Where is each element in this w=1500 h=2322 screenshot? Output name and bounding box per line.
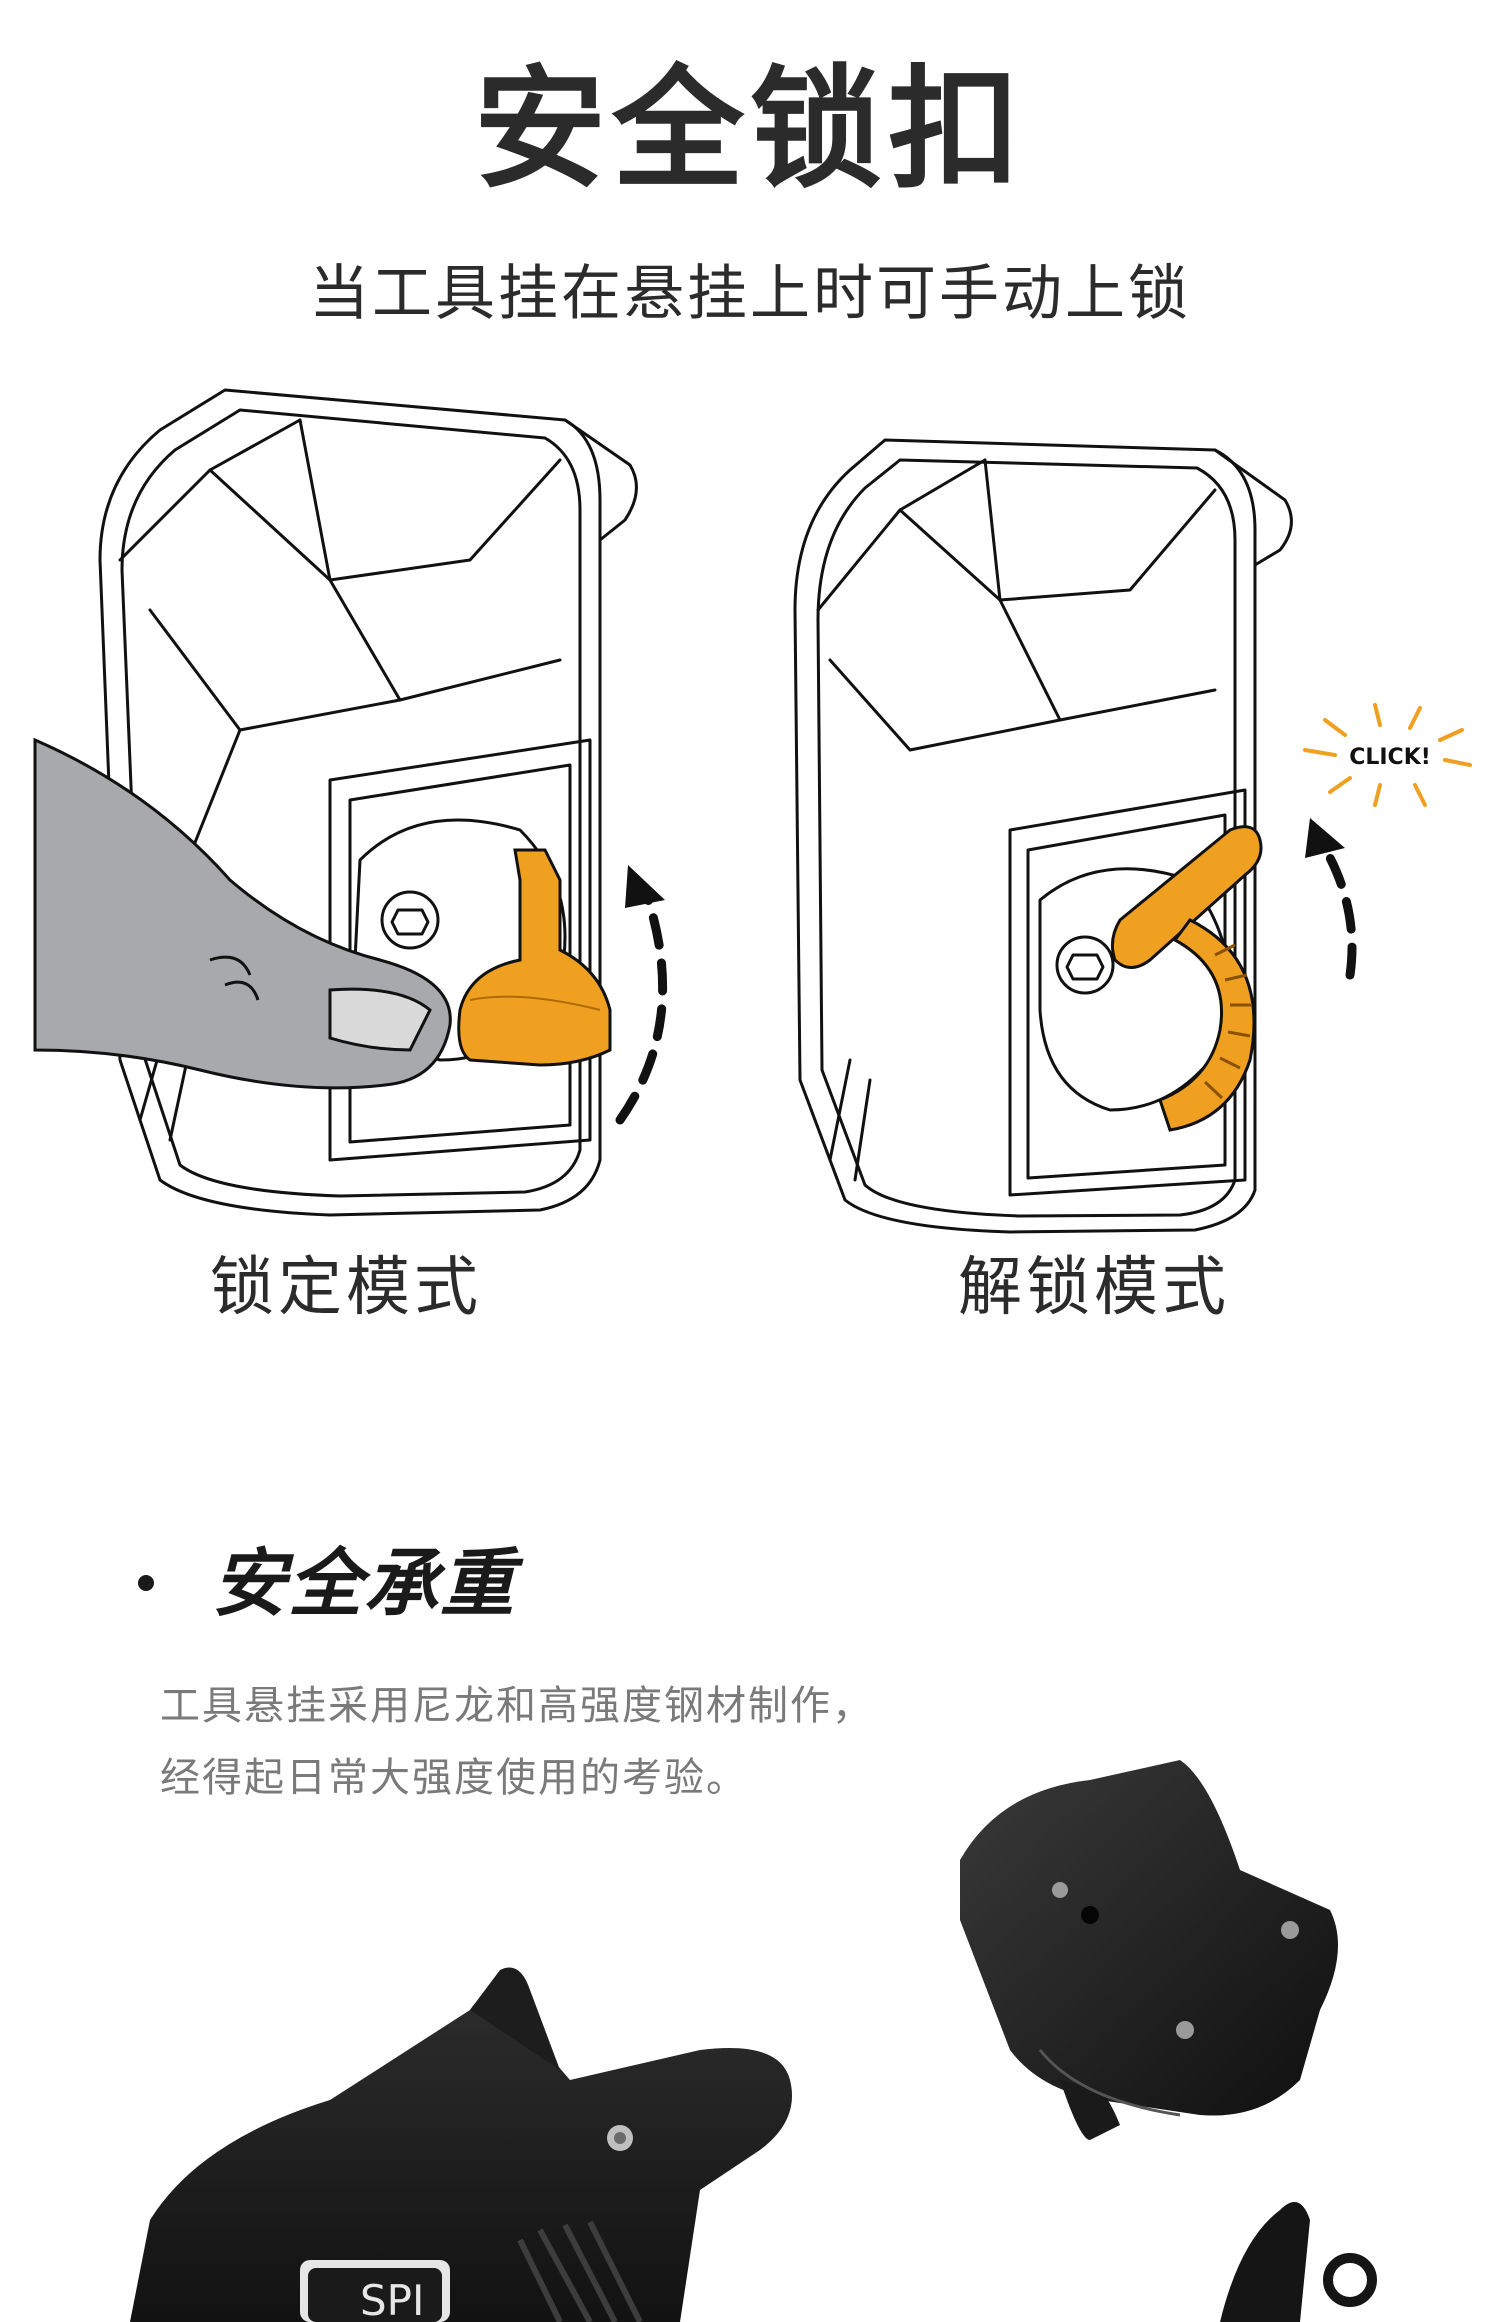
- click-label: CLICK!: [1349, 745, 1431, 770]
- lock-paddle-unlocked: [1110, 825, 1263, 1132]
- holster-unlocked: [793, 438, 1293, 1234]
- section-heading: 安全承重: [212, 1541, 516, 1627]
- page-subtitle: 当工具挂在悬挂上时可手动上锁: [309, 259, 1191, 329]
- clip-photo-top: [960, 1760, 1338, 2140]
- locked-mode-label: 锁定模式: [210, 1251, 482, 1325]
- feature-description: 工具悬挂采用尼龙和高强度钢材制作， 经得起日常大强度使用的考验。: [160, 1670, 874, 1814]
- lock-paddle-locked: [457, 848, 612, 1067]
- product-photo: SPI: [130, 1760, 1377, 2322]
- bullet-dot: [138, 1575, 154, 1591]
- clip-photo-partial: [1220, 2202, 1377, 2322]
- unlocked-mode-label: 解锁模式: [958, 1251, 1230, 1325]
- rotate-arrow-unlocked: [1305, 818, 1357, 980]
- description-line: 经得起日常大强度使用的考验。: [160, 1755, 748, 1801]
- page-title: 安全锁扣: [474, 53, 1026, 207]
- description-line: 工具悬挂采用尼龙和高强度钢材制作，: [160, 1683, 874, 1729]
- lock-mechanism-illustration: CLICK!: [33, 388, 1472, 1234]
- rotate-arrow-locked: [615, 865, 668, 1125]
- clip-photo-bottom: SPI: [130, 1967, 792, 2322]
- holster-locked: [98, 388, 638, 1217]
- brand-text: SPI: [360, 2276, 424, 2322]
- click-burst-icon: [1303, 703, 1472, 807]
